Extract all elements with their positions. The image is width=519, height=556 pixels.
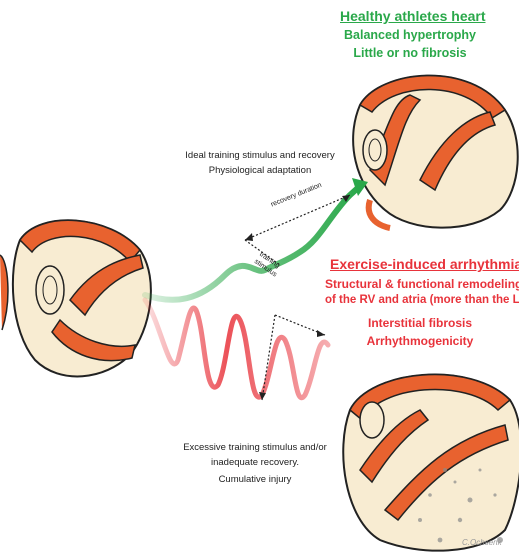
arrhythmia-title: Exercise-induced arrhythmias [330, 256, 510, 272]
arrhythmia-line-1: Structural & functional remodeling [325, 277, 515, 291]
healthy-title: Healthy athletes heart [340, 8, 480, 24]
red-excessive-wave [145, 300, 328, 398]
excessive-line-1: Excessive training stimulus and/or [160, 440, 350, 455]
remodeled-heart [343, 375, 519, 551]
arrhythmia-line-4: Arrhythmogenicity [325, 334, 515, 348]
arrhythmia-line-2: of the RV and atria (more than the LV) [325, 294, 515, 306]
excessive-line-3: Cumulative injury [160, 472, 350, 487]
healthy-heart [353, 76, 518, 228]
healthy-line-1: Balanced hypertrophy [340, 28, 480, 42]
healthy-line-2: Little or no fibrosis [340, 46, 480, 60]
ideal-line-1: Ideal training stimulus and recovery [165, 148, 355, 163]
ideal-line-2: Physiological adaptation [165, 163, 355, 178]
artist-signature: C.Ochsenk [462, 538, 502, 547]
left-heart [0, 220, 151, 376]
excessive-line-2: inadequate recovery. [160, 455, 350, 470]
arrhythmia-line-3: Interstitial fibrosis [325, 316, 515, 330]
